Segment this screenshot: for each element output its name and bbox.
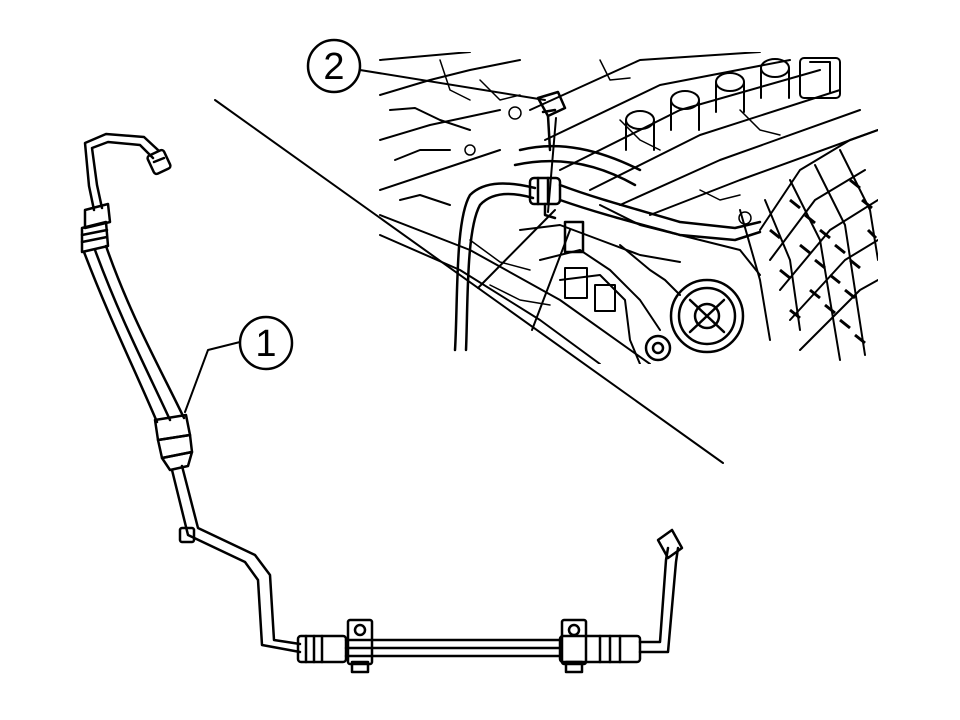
callout-1-label: 1 bbox=[255, 323, 276, 365]
power-steering-hose-assembly bbox=[80, 132, 684, 674]
callout-2-leader bbox=[359, 69, 546, 101]
mounting-bracket-right bbox=[560, 618, 588, 674]
pressure-switch bbox=[536, 90, 567, 152]
pump-pulley bbox=[644, 278, 745, 362]
lower-metal-tube bbox=[170, 464, 302, 654]
callout-1-leader bbox=[184, 341, 241, 413]
engine-bay-inset bbox=[378, 52, 878, 364]
mounting-bracket-left bbox=[346, 618, 374, 674]
callout-2-circle bbox=[306, 38, 362, 94]
detail-leader-lines bbox=[214, 99, 724, 464]
pressure-hose-in-engine bbox=[453, 144, 762, 352]
fender-outline bbox=[379, 52, 651, 364]
valve-cover bbox=[529, 52, 878, 216]
callout-2-group: 2 bbox=[306, 38, 546, 101]
callout-1-group: 1 bbox=[184, 315, 294, 413]
callout-1-circle bbox=[238, 315, 294, 371]
upper-metal-tube bbox=[83, 132, 172, 212]
flexible-hose bbox=[82, 244, 186, 424]
upper-crimp-fitting bbox=[80, 202, 112, 254]
intake-manifold bbox=[739, 129, 878, 361]
lower-crimp-fitting bbox=[153, 413, 194, 472]
pump-bracket bbox=[519, 204, 761, 364]
bottom-cooler-run bbox=[296, 528, 684, 664]
engine-detail bbox=[439, 59, 781, 306]
callout-2-label: 2 bbox=[323, 46, 344, 88]
intake-hatching bbox=[769, 178, 878, 345]
hose-fitting bbox=[528, 176, 585, 254]
